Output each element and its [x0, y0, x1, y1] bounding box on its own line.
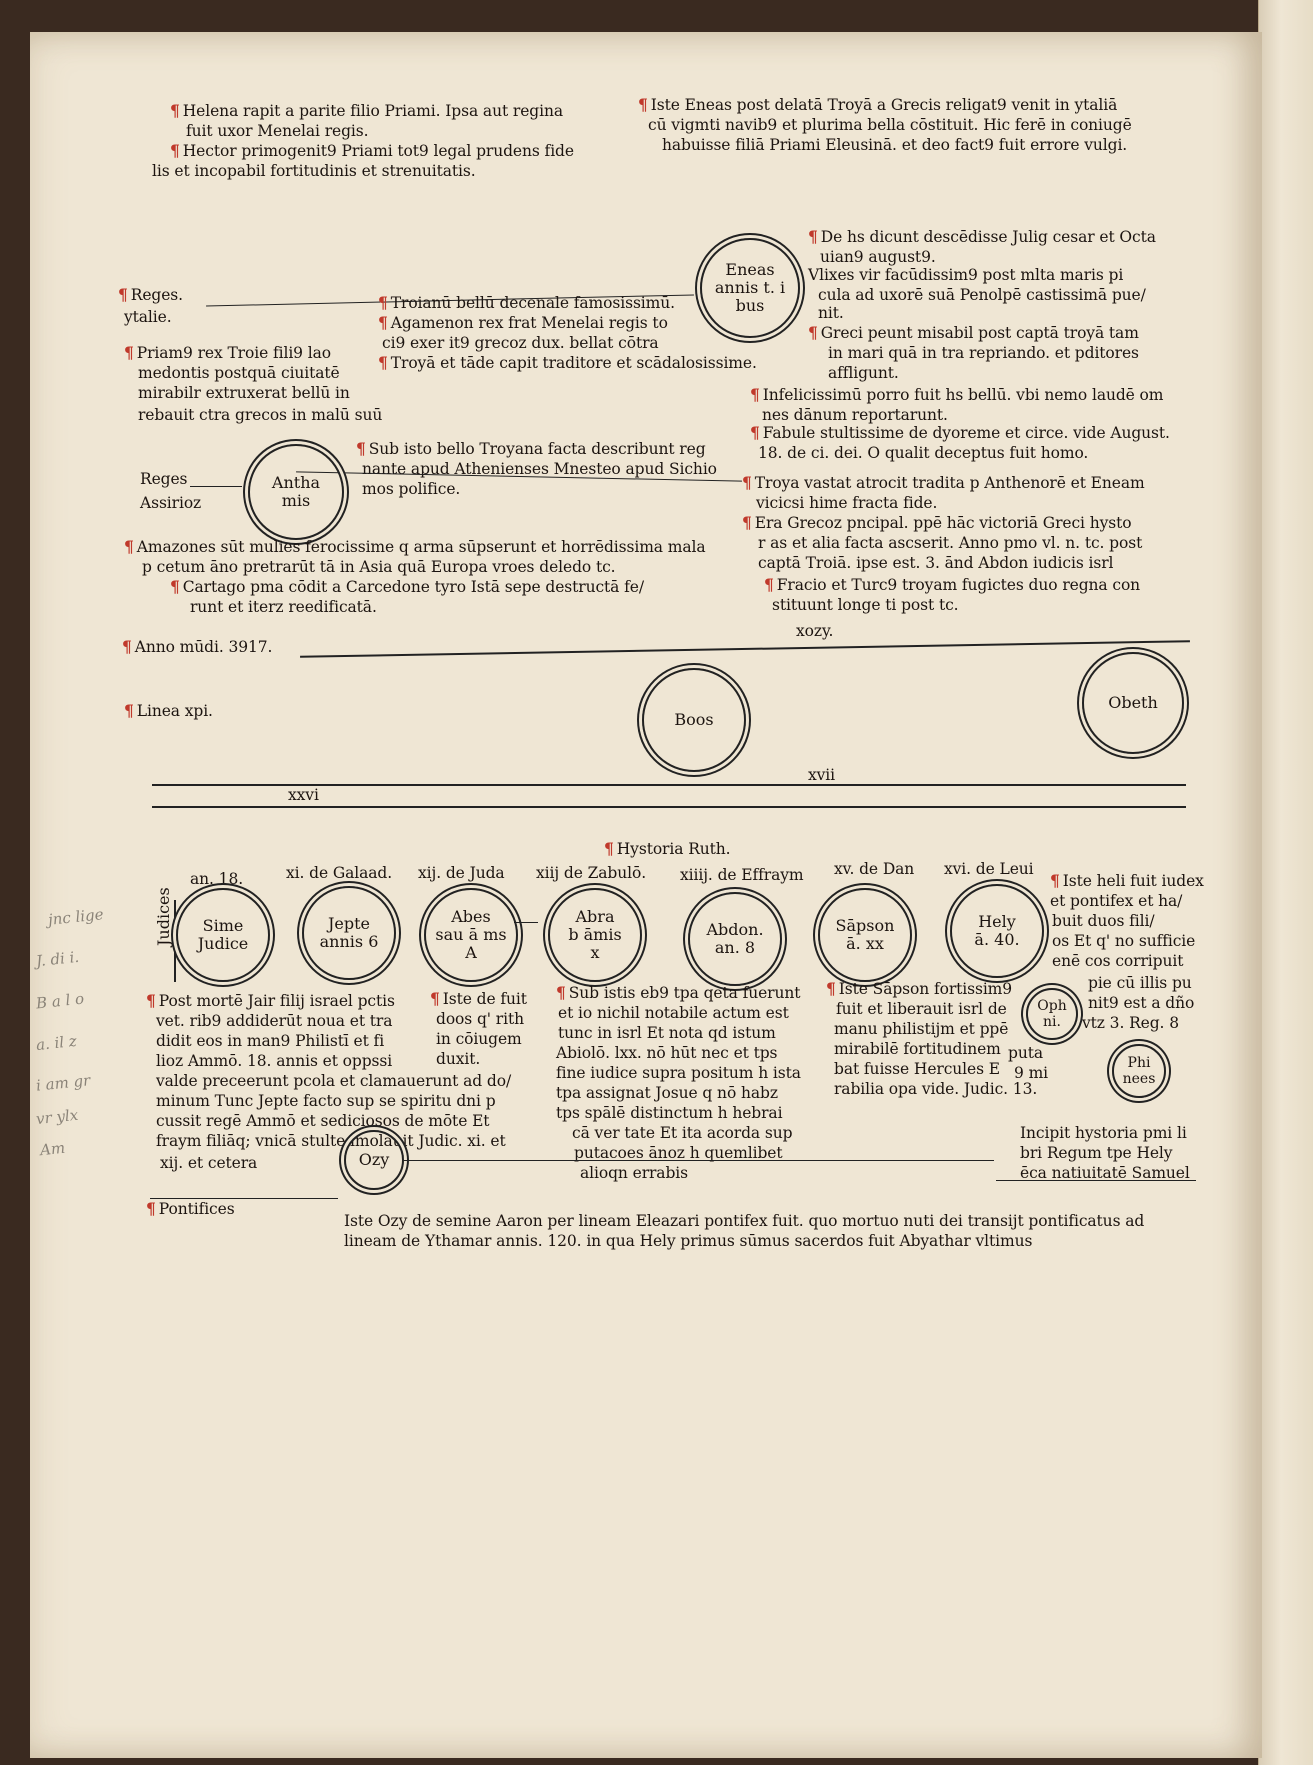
incipit-1: Incipit hystoria pmi li: [1020, 1124, 1187, 1142]
ozy-circle: Ozy: [344, 1130, 404, 1190]
priam-1: ¶Priam9 rex Troie fili9 lao: [124, 343, 332, 363]
historia-ruth: ¶Hystoria Ruth.: [604, 839, 731, 859]
amazones-2: p cetum āno pretrarūt tā in Asia quā Eur…: [142, 558, 616, 576]
bottom-text-1: Iste Ozy de semine Aaron per lineam Elea…: [344, 1212, 1145, 1230]
pontifices-label: ¶Pontifices: [146, 1199, 235, 1219]
pontifices-line-left: [150, 1198, 338, 1199]
next-page-edge: [1258, 0, 1313, 1765]
amazones-4: runt et iterz reedificatā.: [190, 598, 377, 616]
ytalie-label: ytalie.: [124, 308, 172, 326]
linea-christi: ¶Linea xpi.: [124, 701, 213, 721]
sub-isto-3: mos polifice.: [362, 480, 461, 498]
eneas-text-2: cū vigmti navib9 et plurima bella cōstit…: [648, 116, 1132, 134]
judge-connector: [514, 922, 538, 923]
helena-line-2: fuit uxor Menelai regis.: [186, 122, 369, 140]
assyria-line-left: [190, 486, 242, 487]
trojan-war-1: ¶Troianū bellū decenale famosissimū.: [378, 293, 675, 313]
anno-mundi: ¶Anno mūdi. 3917.: [122, 637, 273, 657]
nine-mi: 9 mi: [1014, 1064, 1049, 1082]
amazones-3: ¶Cartago pma cōdit a Carcedone tyro Istā…: [170, 577, 644, 597]
trojan-war-3: ci9 exer it9 grecoz dux. bellat cōtra: [382, 334, 659, 352]
generation-line-2: [152, 806, 1186, 808]
incipit-3: ēca natiuitatē Samuel: [1020, 1164, 1190, 1182]
helena-line-1: ¶Helena rapit a parite filio Priami. Ips…: [170, 101, 563, 121]
reges-assiriorum-1: Reges: [140, 470, 188, 488]
judge-circle-abdon: Abdon.an. 8: [688, 892, 782, 986]
gen-num-left: xxvi: [288, 786, 319, 804]
amazones-1: ¶Amazones sūt mulies ferocissime q arma …: [124, 537, 706, 557]
eneas-text-1: ¶Iste Eneas post delatā Troyā a Grecis r…: [638, 95, 1118, 115]
eneas-text-3: habuisse filiā Priami Eleusinā. et deo f…: [662, 136, 1128, 154]
judge-header-1: an. 18.: [190, 870, 244, 888]
sub-isto-2: nante apud Athenienses Mnesteo apud Sich…: [362, 460, 717, 478]
judge-header-5: xiiij. de Effraym: [680, 866, 804, 884]
obeth-circle: Obeth: [1082, 652, 1184, 754]
reges-label: ¶Reges.: [118, 285, 183, 305]
gen-num-right: xvii: [808, 766, 836, 784]
judge-header-3: xij. de Juda: [418, 864, 505, 882]
judge-header-4: xiij de Zabulō.: [536, 864, 647, 882]
margin-note-7: Am: [39, 1138, 66, 1160]
pontifices-line: [404, 1160, 994, 1161]
judices-label: Judices: [154, 887, 173, 946]
hector-line-2: lis et incopabil fortitudinis et strenui…: [152, 162, 476, 180]
judge-header-6: xv. de Dan: [834, 860, 915, 878]
trojan-war-2: ¶Agamenon rex frat Menelai regis to: [378, 313, 668, 333]
puta-word: puta: [1008, 1044, 1043, 1062]
trojan-war-4: ¶Troyā et tāde capit traditore et scādal…: [378, 353, 757, 373]
sub-isto-1: ¶Sub isto bello Troyana facta describunt…: [356, 439, 706, 459]
incipit-2: bri Regum tpe Hely: [1020, 1144, 1173, 1162]
anno-mundi-right: xozy.: [796, 622, 834, 640]
judge-header-2: xi. de Galaad.: [286, 864, 393, 882]
reges-assiriorum-2: Assirioz: [140, 494, 202, 512]
judge-header-7: xvi. de Leui: [944, 860, 1034, 878]
priam-3: mirabilr extruxerat bellū in: [138, 384, 350, 402]
judices-bracket: [174, 900, 176, 982]
bottom-text-2: lineam de Ythamar annis. 120. in qua Hel…: [344, 1232, 1033, 1250]
priam-2: medontis postquā ciuitatē: [138, 364, 340, 382]
hector-line-1: ¶Hector primogenit9 Priami tot9 legal pr…: [170, 141, 574, 161]
generation-line-1: [152, 784, 1186, 786]
priam-4: rebauit ctra grecos in malū suū: [138, 406, 383, 424]
boos-circle: Boos: [642, 668, 746, 772]
pontifices-line-right: [996, 1180, 1196, 1181]
